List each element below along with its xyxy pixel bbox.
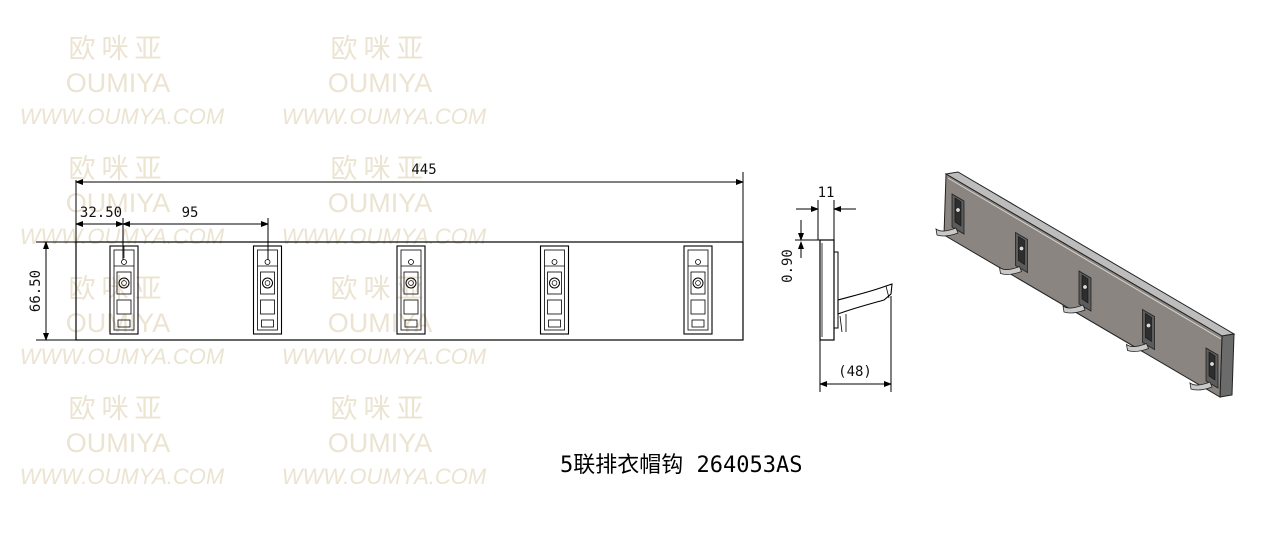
dim-total-depth: (48): [838, 364, 872, 380]
watermark-brand-en: OUMIYA: [328, 308, 433, 338]
watermark-brand-cn: 欧咪亚: [69, 274, 168, 305]
watermark-brand-cn: 欧咪亚: [331, 34, 430, 65]
watermark-url: WWW.OUMYA.COM: [282, 104, 487, 129]
watermark-url: WWW.OUMYA.COM: [282, 464, 487, 489]
watermark-url: WWW.OUMYA.COM: [282, 344, 487, 369]
watermark-brand-en: OUMIYA: [66, 428, 171, 458]
front-hook: [252, 245, 283, 335]
dim-depth-top: 11: [818, 185, 835, 201]
side-hook: [837, 283, 893, 315]
watermark-brand-cn: 欧咪亚: [331, 394, 430, 425]
side-view: 11 0.90 (48): [780, 185, 893, 392]
dim-first-offset: 32.50: [80, 205, 122, 221]
iso-hook: [935, 193, 965, 237]
side-bracket: [833, 251, 839, 329]
watermark-brand-en: OUMIYA: [328, 68, 433, 98]
watermark-layer: 欧咪亚OUMIYAWWW.OUMYA.COM欧咪亚OUMIYAWWW.OUMYA…: [20, 34, 487, 489]
watermark-brand-en: OUMIYA: [66, 68, 171, 98]
board-outline: [75, 241, 744, 341]
dim-plate-thickness: 0.90: [780, 249, 796, 283]
watermark-brand-en: OUMIYA: [328, 188, 433, 218]
watermark-url: WWW.OUMYA.COM: [282, 224, 487, 249]
iso-hook: [998, 231, 1028, 275]
front-hook: [396, 245, 426, 335]
dim-height: 66.50: [28, 270, 44, 312]
watermark-brand-en: OUMIYA: [66, 188, 171, 218]
dim-overall-length: 445: [411, 162, 436, 178]
dim-hook-spacing: 95: [182, 205, 199, 221]
iso-hook: [1125, 308, 1155, 352]
watermark-brand-cn: 欧咪亚: [69, 154, 168, 185]
product-title: 5联排衣帽钩 264053AS: [560, 453, 802, 478]
front-hook: [539, 245, 570, 335]
watermark-url: WWW.OUMYA.COM: [20, 344, 225, 369]
isometric-view: [935, 171, 1236, 398]
watermark-brand-en: OUMIYA: [328, 428, 433, 458]
watermark-url: WWW.OUMYA.COM: [20, 104, 225, 129]
watermark-brand-cn: 欧咪亚: [69, 34, 168, 65]
watermark-url: WWW.OUMYA.COM: [20, 464, 225, 489]
iso-hook: [1189, 347, 1219, 391]
watermark-brand-cn: 欧咪亚: [69, 394, 168, 425]
iso-hook: [1062, 270, 1092, 314]
front-view: 445 32.50 95 66.50: [28, 162, 744, 341]
front-hook: [683, 245, 713, 335]
watermark-url: WWW.OUMYA.COM: [20, 224, 225, 249]
